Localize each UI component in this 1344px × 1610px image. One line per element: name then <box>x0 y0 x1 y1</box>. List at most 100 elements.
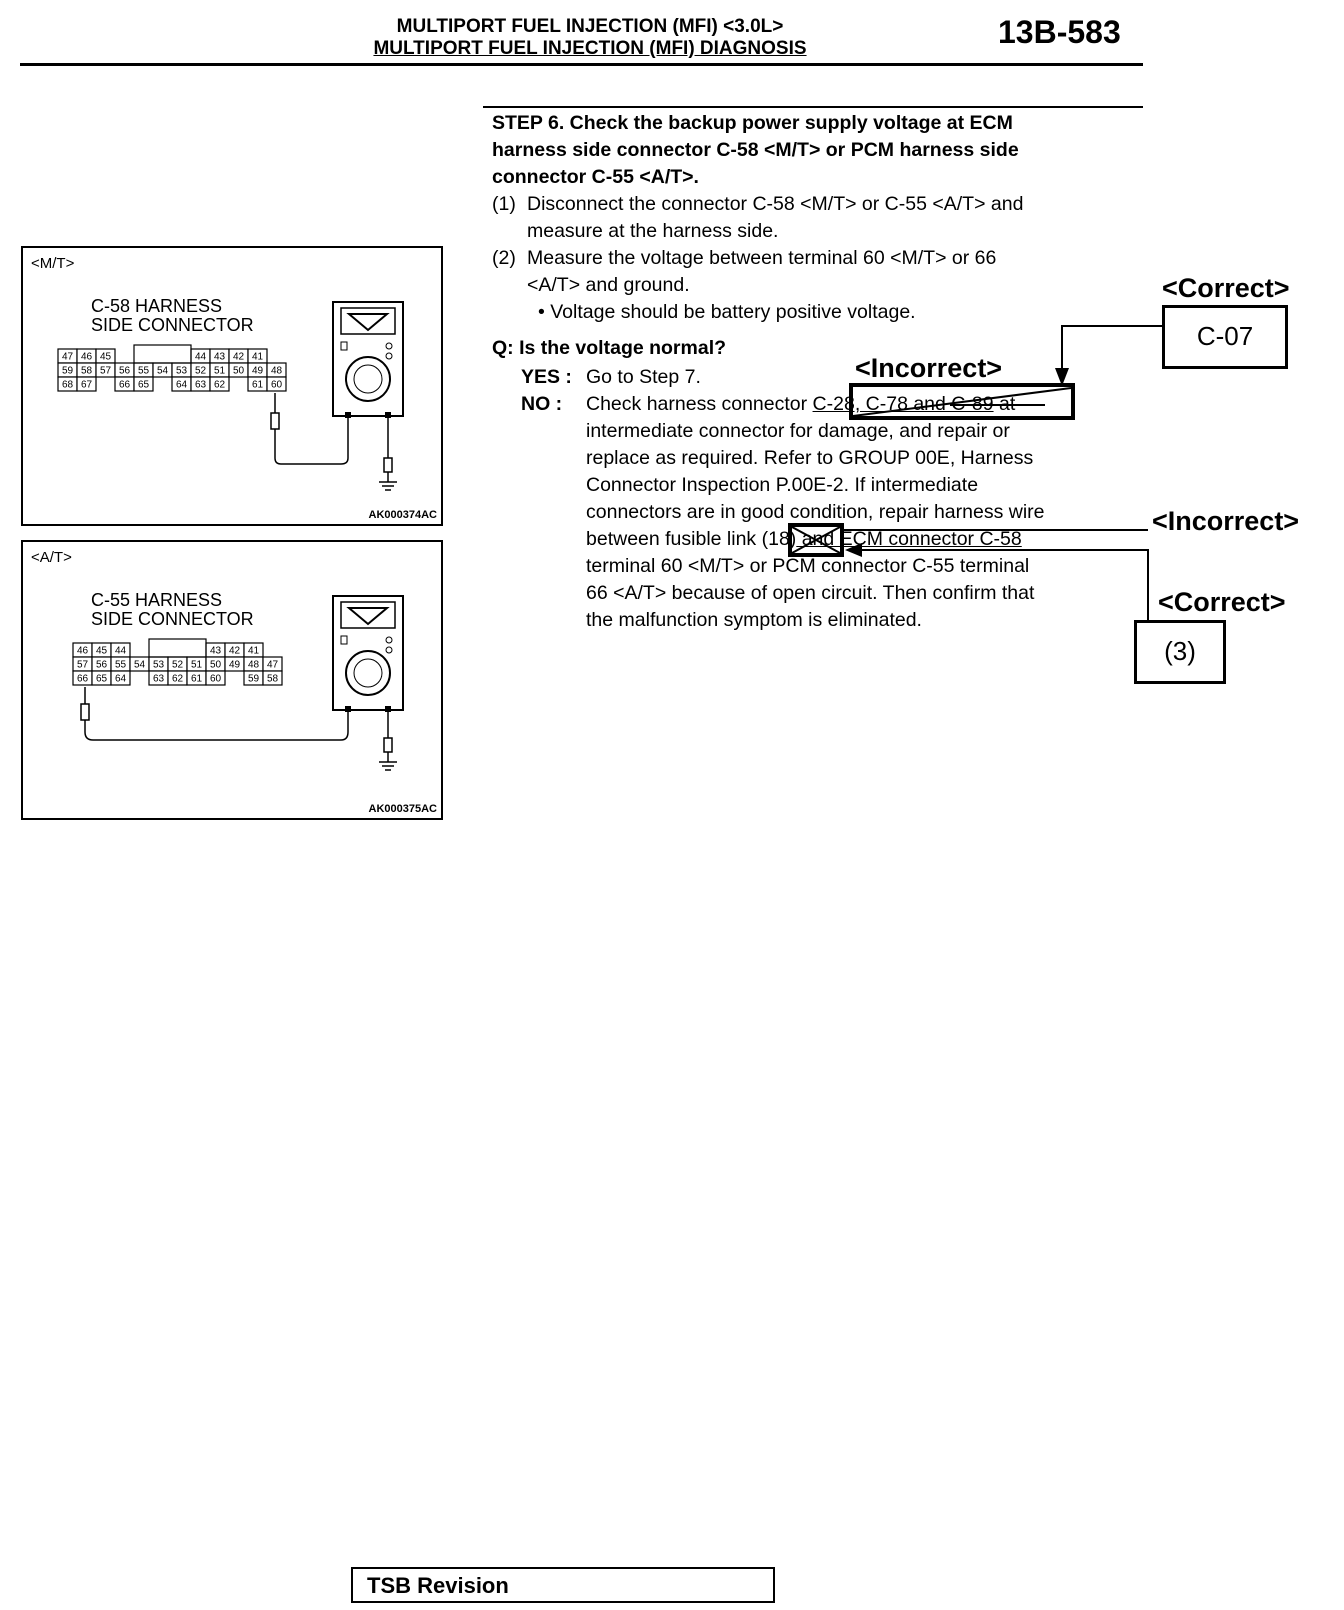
no-line: intermediate connector for damage, and r… <box>586 420 1010 442</box>
no-line: Check harness connector C-28, C-78 and C… <box>586 393 1016 415</box>
ground-icon <box>379 752 397 771</box>
question: Q: Is the voltage normal? <box>492 337 727 359</box>
connector-pin <box>266 376 287 392</box>
probe-wire <box>84 712 349 741</box>
connector-pin-label: 56 <box>119 366 131 377</box>
connector-pin-label: 47 <box>267 660 279 671</box>
yes-label: YES : <box>521 366 572 388</box>
connector-pin-label: 42 <box>229 646 241 657</box>
connector-pin-label: 57 <box>100 366 112 377</box>
correct-value-box-2: (3) <box>1134 620 1226 684</box>
connector-pin <box>110 670 131 686</box>
connector-pin-label: 41 <box>252 352 264 363</box>
probe-wire <box>274 418 349 465</box>
header-title: MULTIPORT FUEL INJECTION (MFI) <3.0L> <box>396 16 784 37</box>
step-heading-line: connector C-55 <A/T>. <box>492 166 699 188</box>
connector-latch <box>133 344 192 364</box>
figure-mt-label: <M/T> <box>31 255 75 272</box>
no-line: replace as required. Refer to GROUP 00E,… <box>586 447 1034 469</box>
connector-pin-label: 61 <box>252 380 264 391</box>
incorrect-box-2 <box>788 523 844 557</box>
connector-pin-label: 54 <box>157 366 169 377</box>
connector-pin-label: 66 <box>77 674 89 685</box>
connector-pin-label: 68 <box>62 380 74 391</box>
connector-pin-label: 45 <box>100 352 112 363</box>
connector-pin-label: 59 <box>248 674 260 685</box>
connector-pin-label: 45 <box>96 646 108 657</box>
connector-pin-label: 41 <box>248 646 260 657</box>
no-label: NO : <box>521 393 563 415</box>
correct-value-box-1: C-07 <box>1162 305 1288 369</box>
incorrect-box-1 <box>849 383 1075 420</box>
connector-pin-label: 49 <box>252 366 264 377</box>
connector-pin-label: 48 <box>271 366 283 377</box>
strike-line <box>852 387 1072 417</box>
step-item-number: (2) <box>492 247 516 269</box>
no-line: connectors are in good condition, repair… <box>586 501 1045 523</box>
connector-pin-label: 46 <box>81 352 93 363</box>
step-heading: STEP 6. Check the backup power supply vo… <box>492 110 1142 191</box>
connector-pin-label: 63 <box>195 380 207 391</box>
connector-pin-label: 60 <box>210 674 222 685</box>
step-item-text: Measure the voltage between terminal 60 … <box>527 247 997 269</box>
step-item-text: measure at the harness side. <box>527 220 779 242</box>
connector-pin-label: 65 <box>138 380 150 391</box>
connector-pin-label: 66 <box>119 380 131 391</box>
no-line: between fusible link (18) and ECM connec… <box>586 528 1022 550</box>
step-item-text: Disconnect the connector C-58 <M/T> or C… <box>527 193 1024 215</box>
header-rule <box>20 63 1143 66</box>
probe-icon <box>383 737 393 753</box>
connector-pin-label: 58 <box>81 366 93 377</box>
no-line: terminal 60 <M/T> or PCM connector C-55 … <box>586 555 1030 577</box>
step-heading-line: harness side connector C-58 <M/T> or PCM… <box>492 139 1019 161</box>
tsb-revision-box: TSB Revision <box>351 1567 775 1603</box>
figure-at-code: AK000375AC <box>368 803 437 815</box>
connector-pin-label: 48 <box>248 660 260 671</box>
step-heading-line: STEP 6. Check the backup power supply vo… <box>492 112 1013 134</box>
connector-pin-label: 62 <box>214 380 226 391</box>
connector-pin-label: 53 <box>176 366 188 377</box>
connector-pin-label: 47 <box>62 352 74 363</box>
incorrect-label-2: <Incorrect> <box>1152 506 1300 536</box>
connector-pin-label: 44 <box>195 352 207 363</box>
step-item-text: <A/T> and ground. <box>527 274 690 296</box>
no-text: Check harness connector C-28, C-78 and C… <box>586 391 1146 634</box>
connector-pin <box>76 376 97 392</box>
connector-pin-label: 43 <box>210 646 222 657</box>
no-line: the malfunction symptom is eliminated. <box>586 609 922 631</box>
connector-pin-label: 50 <box>210 660 222 671</box>
strike-line <box>791 526 841 554</box>
connector-pin-label: 60 <box>271 380 283 391</box>
figure-mt-title: C-58 HARNESS SIDE CONNECTOR <box>91 296 254 335</box>
struck-fusible-number: (18) <box>761 528 797 550</box>
connector-pin-label: 62 <box>172 674 184 685</box>
no-line: 66 <A/T> because of open circuit. Then c… <box>586 582 1035 604</box>
bullet-text: Voltage should be battery positive volta… <box>550 301 916 323</box>
connector-pin-label: 44 <box>115 646 127 657</box>
page-number: 13B-583 <box>998 14 1121 50</box>
correct-label-1: <Correct> <box>1162 273 1290 303</box>
multimeter-icon <box>332 301 404 418</box>
connector-pin-label: 51 <box>191 660 203 671</box>
connector-pin-label: 42 <box>233 352 245 363</box>
probe-icon <box>270 412 280 430</box>
ground-icon <box>379 472 397 491</box>
arrow-line <box>1061 325 1162 372</box>
bullet-dot: • <box>538 301 551 323</box>
connector-pin <box>205 670 226 686</box>
connector-pin-label: 57 <box>77 660 89 671</box>
connector-pin <box>209 376 230 392</box>
connector-pin-label: 53 <box>153 660 165 671</box>
connector-pin-label: 49 <box>229 660 241 671</box>
connector-pin-label: 43 <box>214 352 226 363</box>
connector-pin-label: 55 <box>138 366 150 377</box>
figure-at-label: <A/T> <box>31 549 72 566</box>
arrow-head <box>845 543 862 557</box>
bullet-item: • Voltage should be battery positive vol… <box>538 299 916 326</box>
no-line: Connector Inspection P.00E-2. If interme… <box>586 474 979 496</box>
connector-latch <box>148 638 207 658</box>
arrow-head <box>1055 368 1069 386</box>
connector-pin-label: 46 <box>77 646 89 657</box>
